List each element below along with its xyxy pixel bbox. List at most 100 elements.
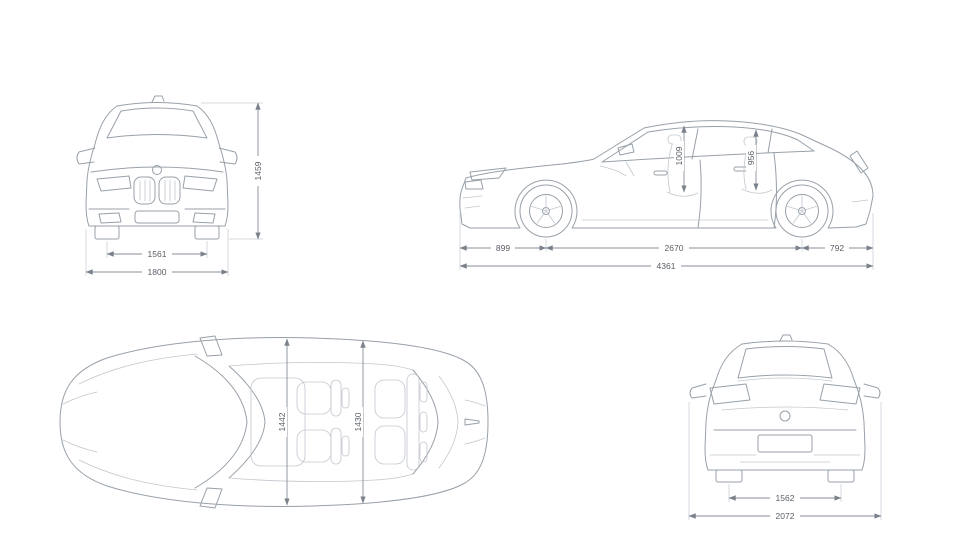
dim-wheelbase-value: 2670 [665,243,684,253]
dim-headroom-front-value: 1009 [674,146,684,165]
body-side-left [85,105,118,227]
dim-height: 1459 [253,156,263,186]
rear-view-dimensions: 1562 2072 [688,402,882,521]
bmw-roundel-icon [779,410,791,422]
dim-front-track-value: 1561 [148,249,167,259]
roof-side-edges [228,362,414,482]
body-side-left [704,343,743,471]
dim-front-overhang-value: 899 [496,243,510,253]
side-view-dimensions: 1009 956 899 2670 792 [459,125,874,271]
front-seat-left-headrest [341,387,350,409]
dim-front-track: 1561 [142,249,172,259]
rear-window [737,346,833,379]
windshield [106,107,208,139]
rear-headrest-3 [419,441,428,463]
dim-length: 4361 [651,261,681,271]
windshield-base [194,355,248,489]
top-view-drawing [59,335,489,509]
body-side-right [196,105,229,227]
antenna-fin [151,95,165,103]
wheel-right [194,225,220,240]
bmw-roundel-icon [152,165,162,175]
kidney-grille-right [158,176,181,205]
tailgate-crease [721,406,849,411]
dim-rear-overhang: 792 [825,243,849,253]
front-seat-right-cushion [296,429,332,463]
front-seat [666,144,699,197]
rear-wheel-tire [775,184,829,238]
license-plate [757,434,813,453]
body-outline [59,337,489,507]
rear-headrest [743,136,758,147]
a-pillar [601,131,649,163]
lower-intake [134,210,180,224]
rear-door-seam [773,152,777,229]
top-view: 1442 1430 [59,335,489,509]
mirror-left [689,383,707,399]
headlight [469,167,507,181]
dim-front-overhang: 899 [491,243,515,253]
dim-rear-track: 1562 [770,493,800,503]
front-seat-left-cushion [296,381,332,415]
front-view-drawing [76,95,238,240]
top-view-dimensions: 1442 1430 [277,338,366,506]
body-profile [459,120,874,229]
dim-height-value: 1459 [253,161,263,180]
mirror-right [218,147,238,165]
dim-headroom-rear-value: 956 [746,151,756,165]
rear-seat-right-cushion [374,425,406,465]
front-door-seam [697,159,702,229]
dim-length-value: 4361 [657,261,676,271]
front-wheel-tire [519,184,573,238]
rear-bumper-lines [464,399,486,445]
mirror-right [863,383,881,399]
dim-cabin-width-front-value: 1442 [277,412,287,431]
bumper-details [462,195,483,209]
side-view: 1009 956 899 2670 792 [459,120,874,271]
dim-width-value: 1800 [148,267,167,277]
rear-window-arc [412,369,439,475]
side-intake-left [98,212,122,224]
door-handle-rear [733,166,748,172]
dim-headroom-front: 1009 [674,141,684,171]
taillight [849,150,869,174]
dim-width-mirrors-value: 2072 [776,511,795,521]
roof-line [741,340,829,345]
b-pillar [691,128,699,160]
rear-wheel-spokes [787,195,817,224]
wheel-left [715,469,743,483]
mirror [617,143,635,156]
c-pillar-divider [767,128,773,154]
antenna-fin [464,418,480,426]
rear-headrest-1 [419,381,428,403]
hatch-top-line [737,377,833,382]
front-view: 1459 1561 1800 [76,95,263,277]
front-seat-right-back [330,427,342,465]
taillight-right [819,383,861,405]
wheel-right [827,469,855,483]
dim-cabin-width-rear: 1430 [353,407,363,437]
antenna-fin [779,334,793,342]
window-top-line [647,126,815,152]
mirror-right [199,487,223,509]
dim-cabin-width-front: 1442 [277,407,287,437]
rear-wheel-rim [785,194,819,228]
dashboard [599,161,635,177]
dim-rear-overhang-value: 792 [830,243,844,253]
front-wheel-spokes [531,195,561,224]
grille-slats [139,179,176,202]
sunroof [250,377,306,467]
side-view-drawing [459,120,874,238]
taillight-left [709,383,751,405]
front-bumper-lines [62,391,98,453]
roof-front-edge [228,365,266,479]
rear-bench-back [406,373,420,471]
rear-bumper-crease [851,199,869,203]
rear-headrest-2 [419,411,428,433]
dim-rear-track-value: 1562 [776,493,795,503]
grille [464,179,484,190]
front-wheel-rim [529,194,563,228]
dim-headroom-rear: 956 [746,145,756,171]
body-side-right [827,343,866,471]
